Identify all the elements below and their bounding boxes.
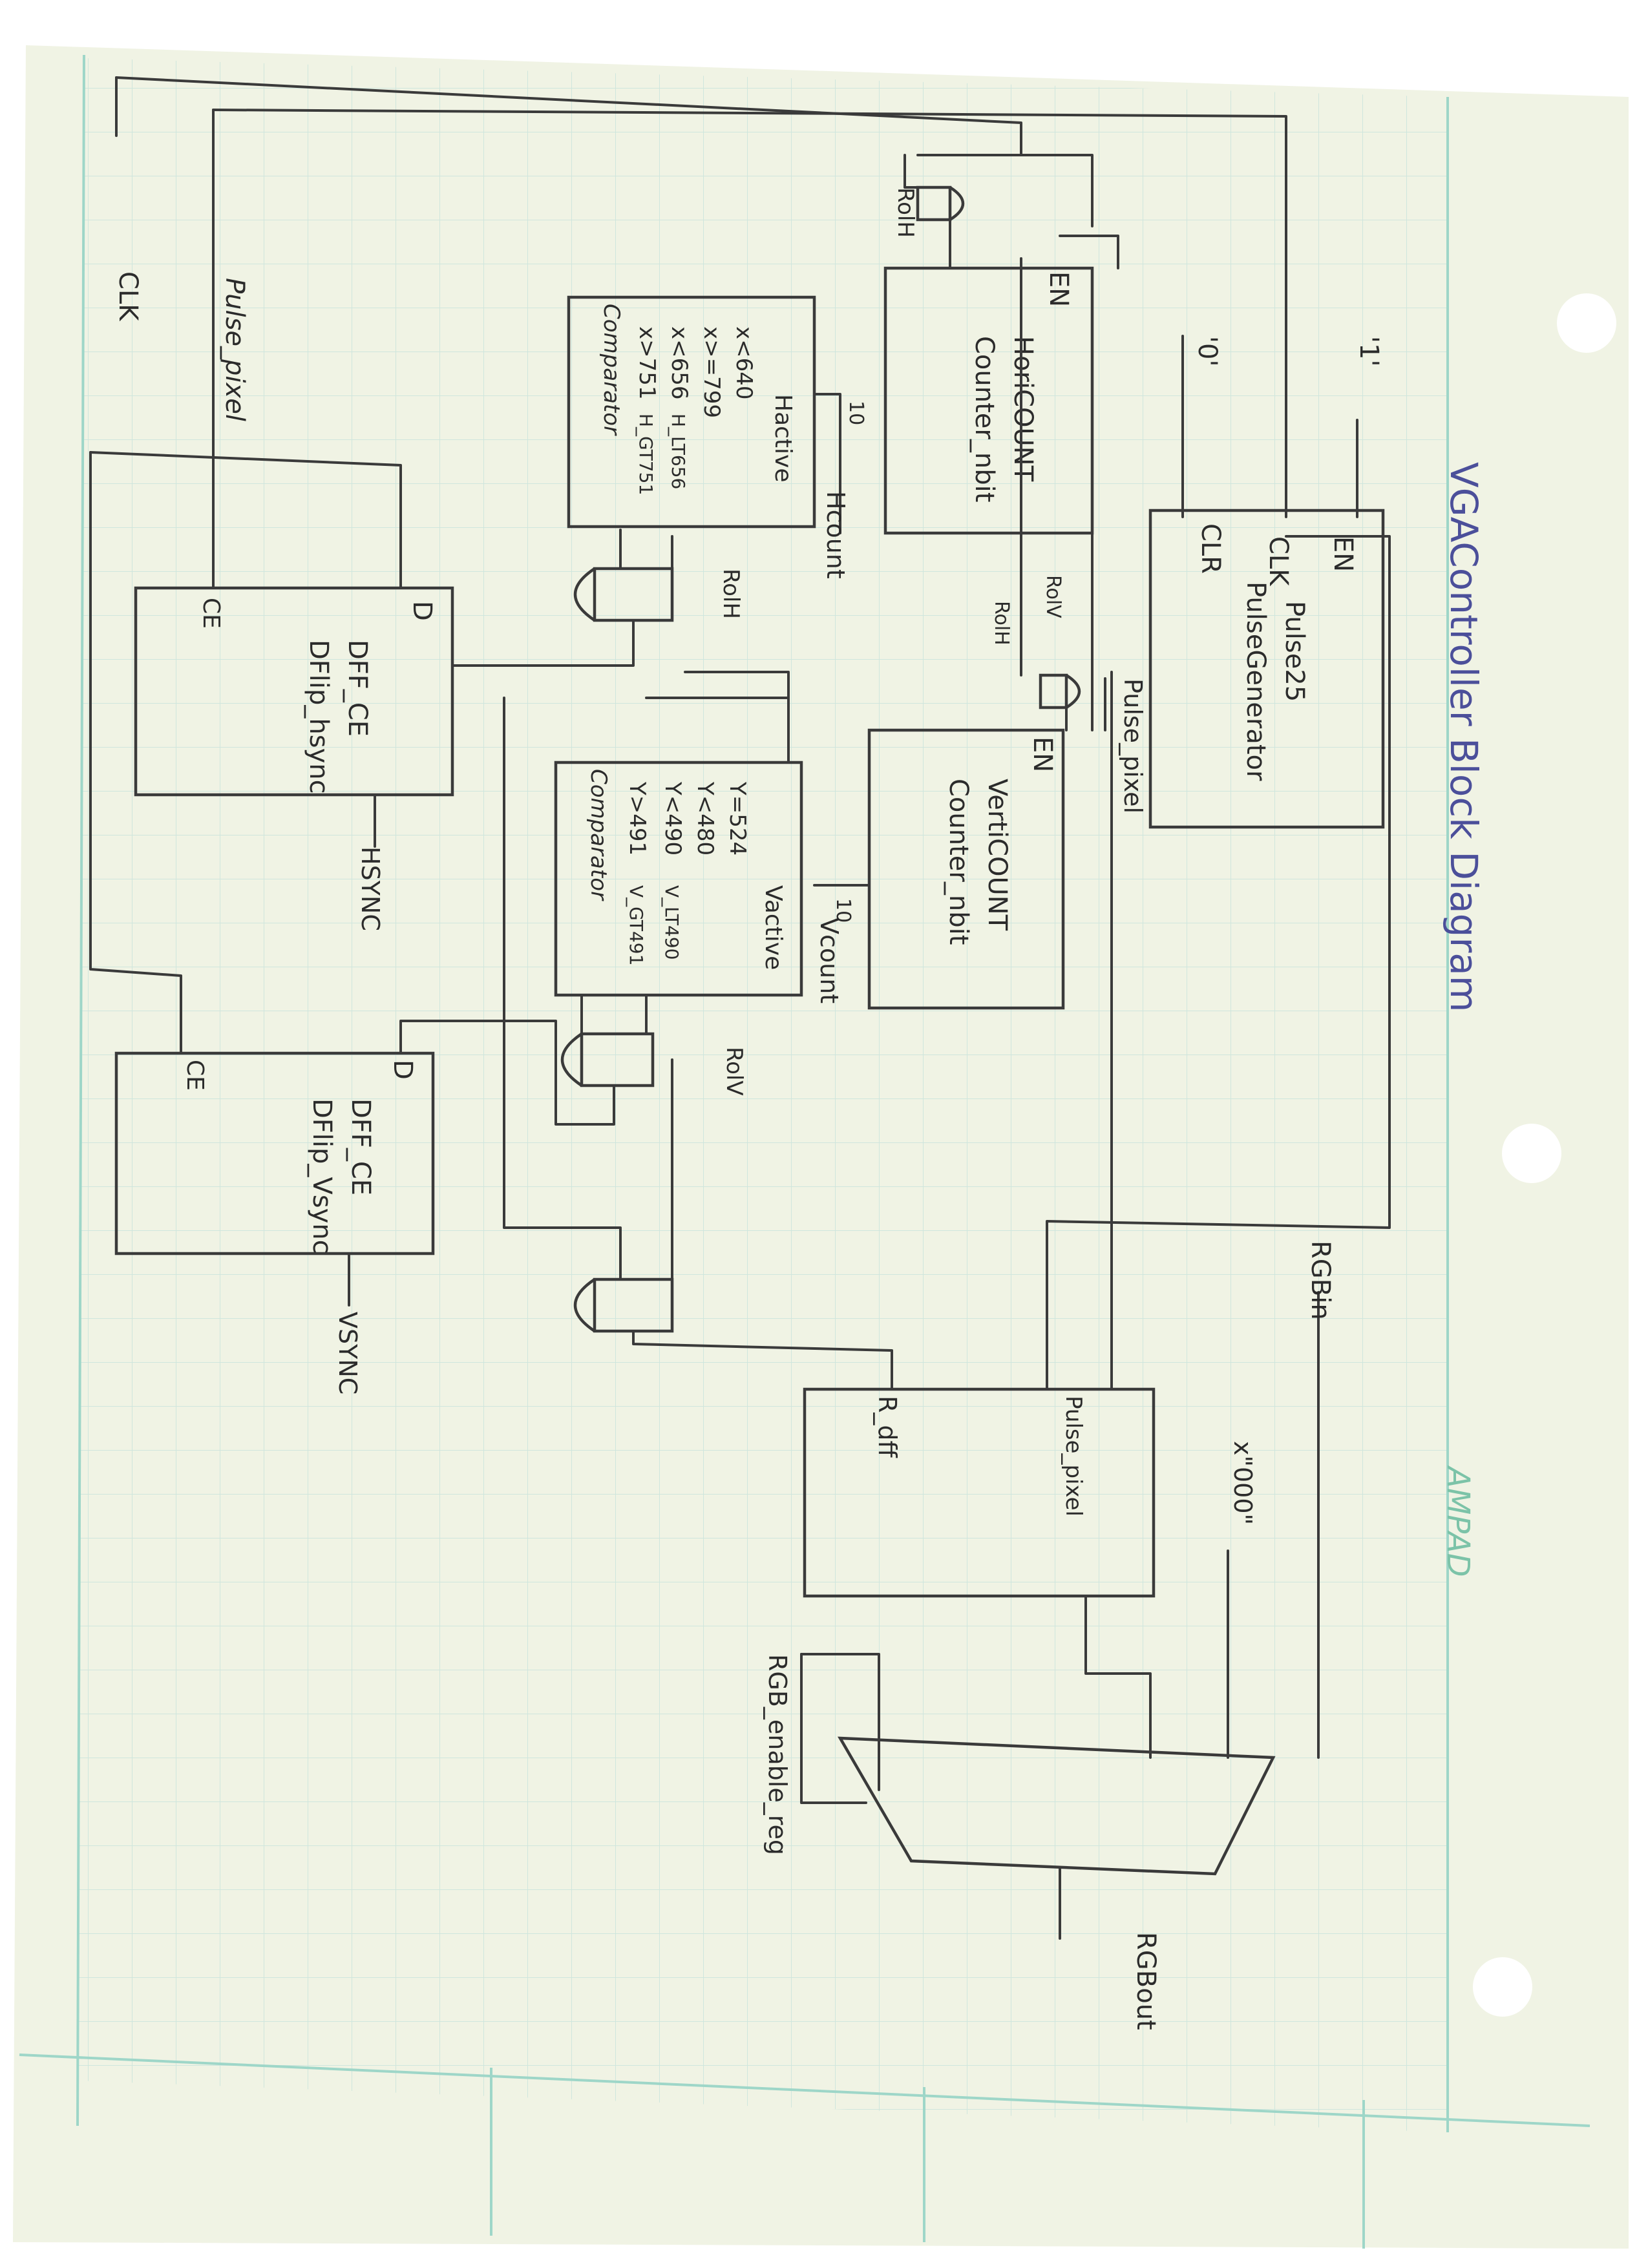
binder-hole-top xyxy=(1557,293,1616,353)
pulse-gen-line-2: PulseGenerator xyxy=(1241,582,1271,781)
rolv-label-vcomp: RolV xyxy=(721,1047,747,1096)
vsync-label: VSYNC xyxy=(333,1312,362,1394)
pulse-generator-block xyxy=(1148,509,1385,829)
pulse-pixel-label-left: Pulse_pixel xyxy=(220,278,249,421)
hori-counter-block xyxy=(883,266,1094,535)
dff-hsync-block xyxy=(134,586,454,797)
hori-counter-port-en: EN xyxy=(1044,271,1073,307)
hsync-label: HSYNC xyxy=(356,846,385,931)
dff-vsync-line-1: DFF_CE xyxy=(346,1098,375,1195)
margin-line-bottom xyxy=(19,2053,1590,2127)
h-comp-out-gt751: H_GT751 xyxy=(635,414,657,495)
binder-hole-middle xyxy=(1502,1124,1561,1183)
h-comp-line-2: x>=799 xyxy=(699,326,724,418)
x000-label: x"000" xyxy=(1229,1441,1257,1525)
clk-label: CLK xyxy=(113,271,143,322)
pulse-gen-port-en: EN xyxy=(1328,536,1358,572)
const-one-label: '1' xyxy=(1354,336,1384,366)
pulse-gen-line-1: Pulse25 xyxy=(1280,601,1309,702)
vert-counter-block xyxy=(867,728,1065,1010)
vert-counter-port-en: EN xyxy=(1028,737,1057,772)
dff-vsync-port-d: D xyxy=(388,1060,417,1080)
const-zero-label: '0' xyxy=(1192,336,1222,366)
h-comp-out-lt656: H_LT656 xyxy=(668,414,689,489)
v-comparator-block xyxy=(554,761,803,997)
r-dff-block xyxy=(803,1387,1156,1598)
v-comp-out-lt490: V_LT490 xyxy=(661,885,682,960)
dff-vsync-port-ce: CE xyxy=(182,1060,208,1091)
v-comp-line-3: Y<490 xyxy=(660,781,686,856)
dff-hsync-port-ce: CE xyxy=(198,598,224,629)
pulse-pixel-label-mid: Pulse_pixel xyxy=(1119,678,1147,814)
h-comp-line-3: x<656 xyxy=(666,326,692,400)
grid-area xyxy=(78,58,1448,2132)
pulse-gen-port-clk: CLK xyxy=(1263,536,1293,587)
hori-counter-line-1: HoriCOUNT xyxy=(1008,336,1038,482)
hcount-label: Hcount xyxy=(821,491,850,579)
h-comparator-block xyxy=(567,295,816,529)
rolh-label-top: RolH xyxy=(893,187,918,238)
h-comp-hactive: Hactive xyxy=(770,394,796,483)
rolh-label-vcount: RolH xyxy=(990,601,1013,646)
r-dff-port-r: R_dff xyxy=(873,1396,902,1458)
hcount-bus-width: 10 xyxy=(845,401,867,425)
dff-vsync-block xyxy=(114,1051,435,1255)
vcount-bus-width: 10 xyxy=(832,898,854,923)
v-comp-line-2: Y<480 xyxy=(692,781,718,856)
h-comp-label: Comparator xyxy=(598,304,624,436)
h-comp-line-1: x<640 xyxy=(731,326,757,400)
rolv-label-gate: RolV xyxy=(1042,575,1064,618)
r-dff-port-pulse: Pulse_pixel xyxy=(1061,1396,1086,1517)
pad-brand: AMPAD xyxy=(1440,1465,1476,1577)
vert-counter-line-2: Counter_nbit xyxy=(944,779,973,945)
v-comp-line-1: Y=524 xyxy=(724,781,750,856)
rgbout-label: RGBout xyxy=(1131,1932,1161,2030)
dff-vsync-line-2: DFlip_Vsync xyxy=(307,1098,337,1254)
dff-hsync-line-2: DFlip_hsync xyxy=(304,640,333,794)
pulse-gen-port-clr: CLR xyxy=(1196,523,1225,574)
wires xyxy=(89,76,1391,1940)
and-gate-hsync xyxy=(573,567,674,622)
dff-hsync-port-d: D xyxy=(407,601,437,621)
rgbin-label: RGBin xyxy=(1305,1241,1335,1320)
binder-hole-bottom xyxy=(1473,1957,1532,2017)
hori-counter-line-2: Counter_nbit xyxy=(969,336,999,502)
v-comp-label: Comparator xyxy=(586,769,611,901)
margin-line-left xyxy=(76,54,85,2126)
and-gate-vsync xyxy=(560,1032,655,1087)
dff-hsync-line-1: DFF_CE xyxy=(343,640,372,737)
vcount-label: Vcount xyxy=(815,918,843,1003)
rolh-label-hcomp: RolH xyxy=(718,569,744,619)
v-comp-vactive: Vactive xyxy=(760,885,787,970)
diagram-title: VGAController Block Diagram xyxy=(1442,462,1486,1012)
h-comp-line-4: x>751 xyxy=(634,326,660,400)
rgb-mux xyxy=(837,1736,1276,1876)
rgb-enable-label: RGB_enable_reg xyxy=(763,1654,792,1855)
vert-counter-line-1: VertiCOUNT xyxy=(982,779,1012,931)
and-gate-active xyxy=(573,1277,674,1333)
v-comp-line-4: Y>491 xyxy=(624,781,650,856)
v-comp-out-gt491: V_GT491 xyxy=(626,885,647,965)
